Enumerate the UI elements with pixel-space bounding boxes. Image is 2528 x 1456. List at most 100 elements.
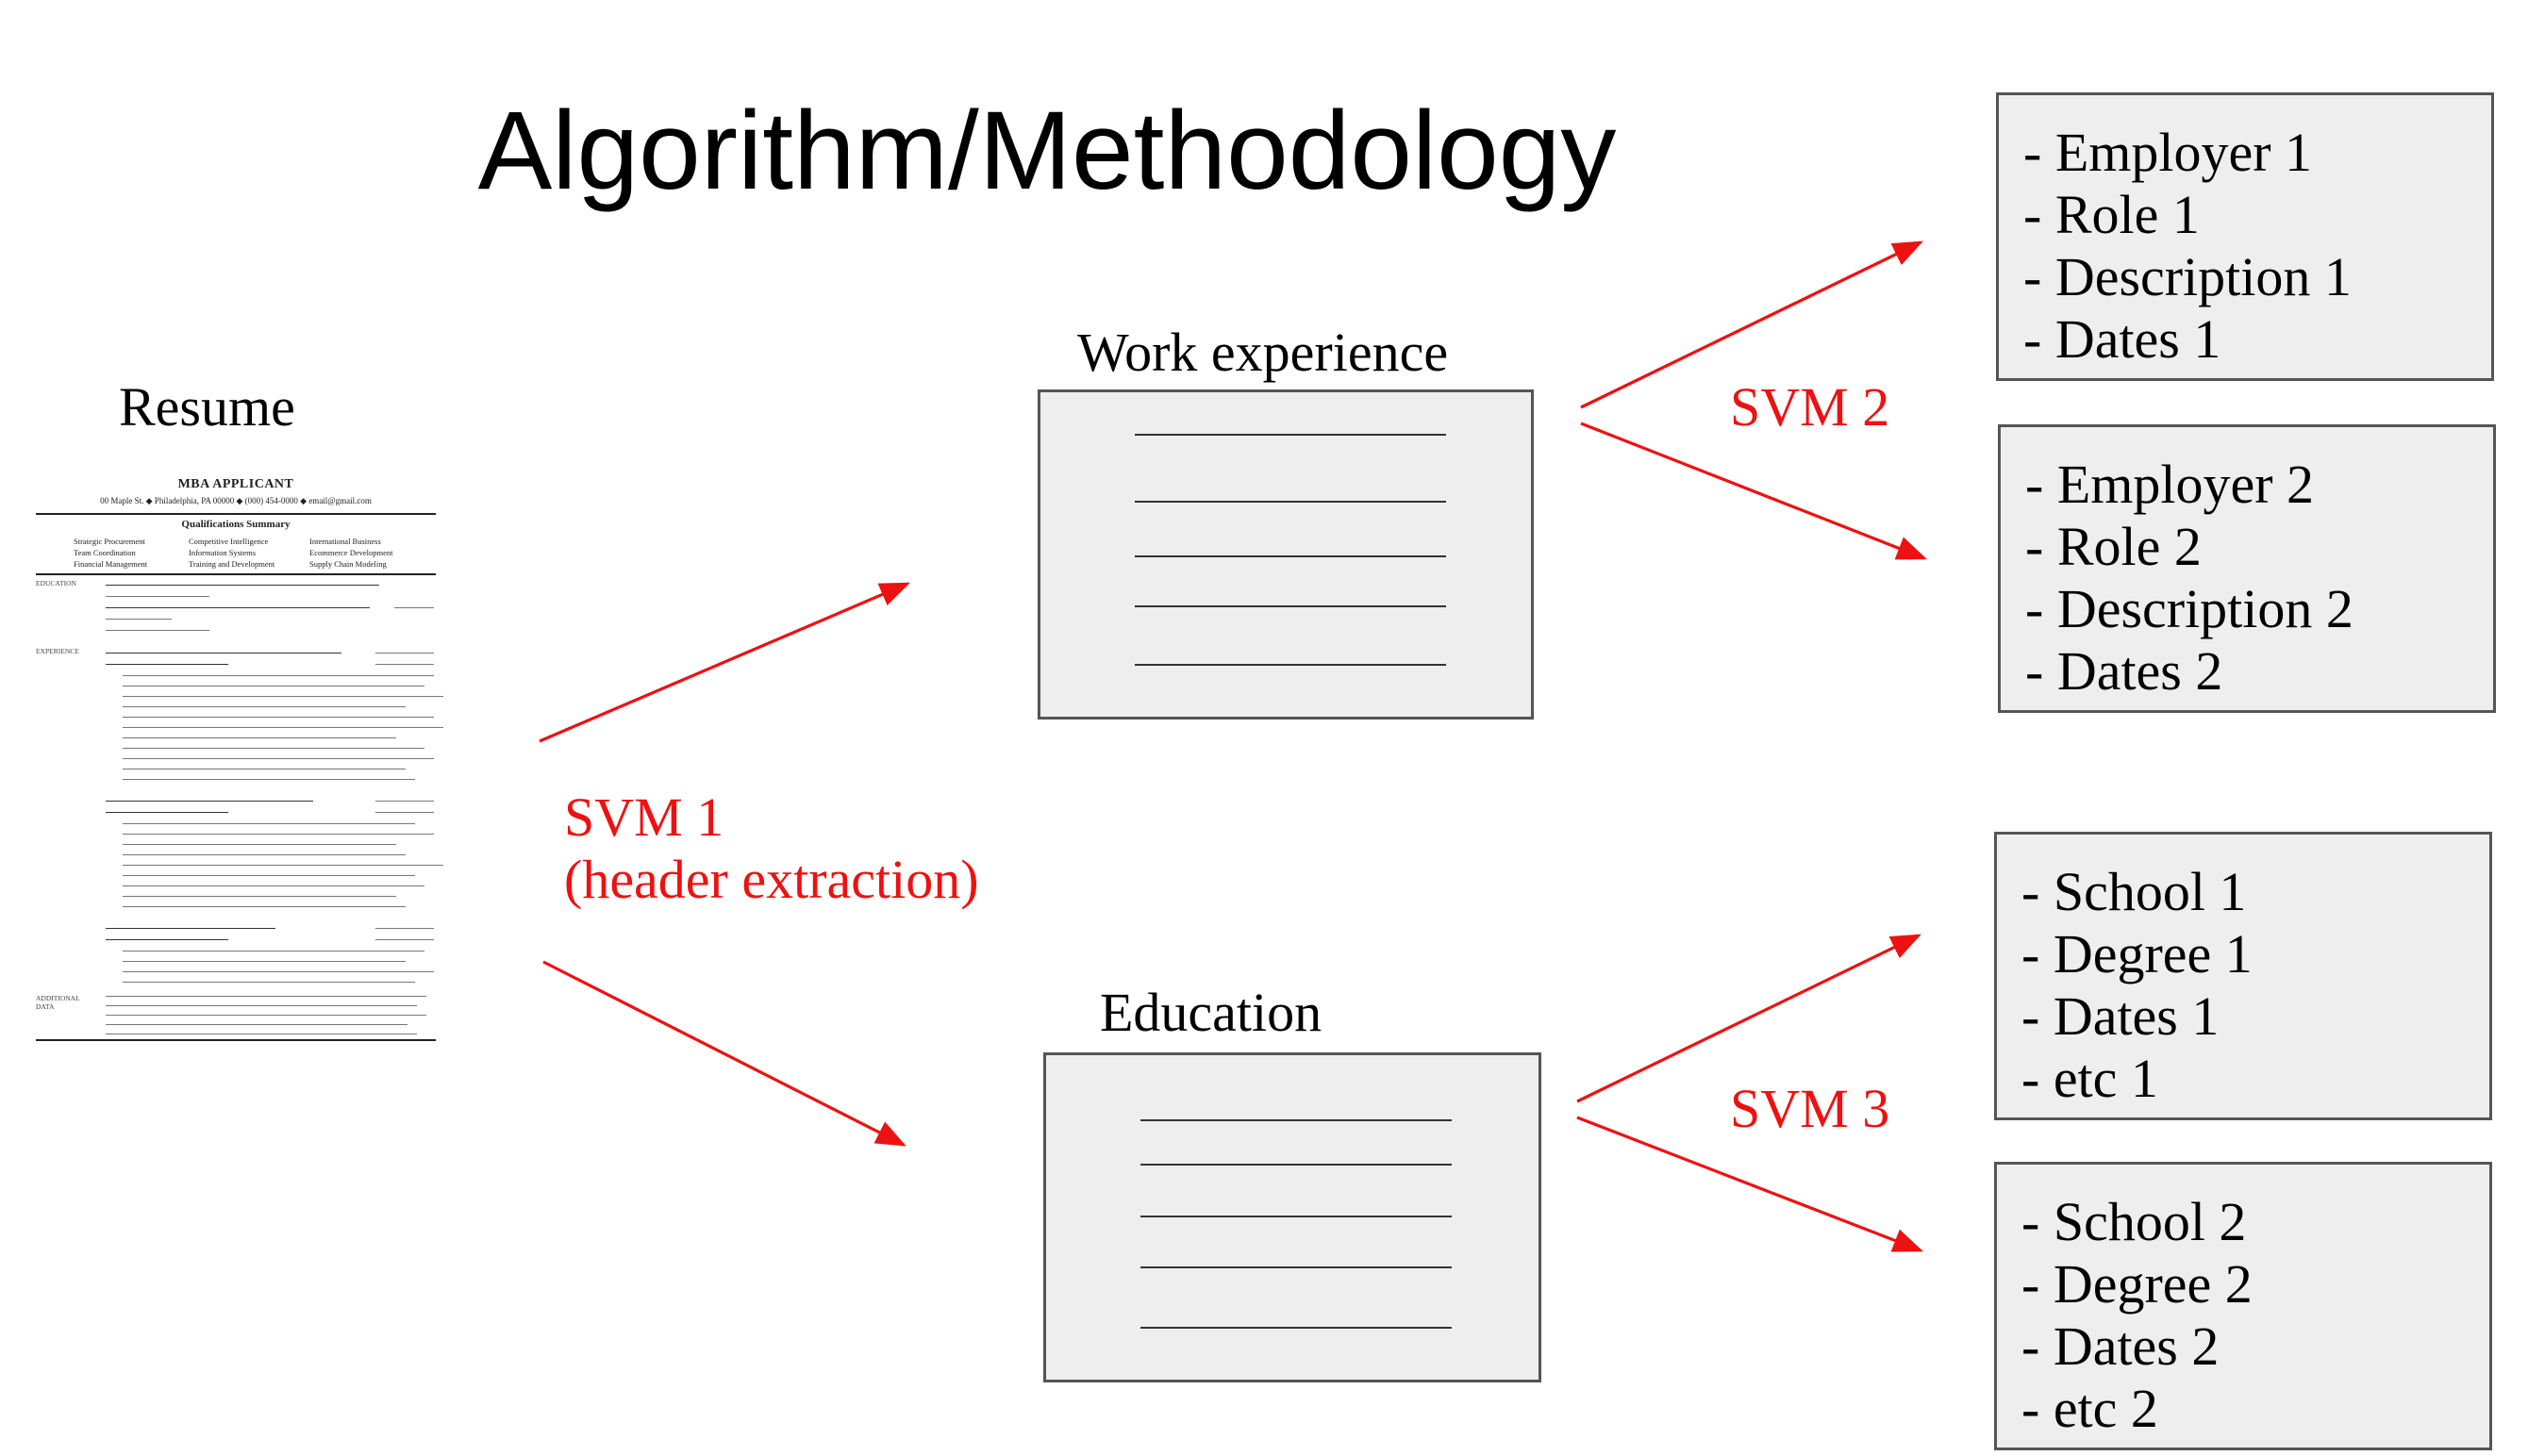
entry-field: - etc 2 xyxy=(2021,1378,2158,1439)
entry-field: - etc 1 xyxy=(2021,1048,2158,1109)
resume-text-line xyxy=(123,906,406,907)
entry-field: - School 2 xyxy=(2021,1191,2247,1252)
work-entry-box-1: - Employer 1 - Role 1 - Description 1 - … xyxy=(1996,92,2494,381)
svm2-label: SVM 2 xyxy=(1730,376,1890,438)
svm1-label: SVM 1 (header extraction) xyxy=(564,786,979,911)
entry-field: - Employer 2 xyxy=(2025,454,2315,515)
resume-text-line xyxy=(123,696,443,697)
work-entry-box-2: - Employer 2 - Role 2 - Description 2 - … xyxy=(1998,424,2496,713)
resume-qual-item: Competitive Intelligence xyxy=(189,537,269,546)
section-text-line xyxy=(1135,555,1446,557)
resume-text-line xyxy=(123,758,434,759)
resume-text-line xyxy=(106,812,228,813)
resume-text-line xyxy=(123,875,415,876)
resume-text-line xyxy=(106,928,275,929)
resume-section-education: EDUCATION xyxy=(36,579,76,587)
resume-text-line xyxy=(123,717,434,718)
resume-qual-item: Supply Chain Modeling xyxy=(309,559,387,569)
entry-field: - Role 2 xyxy=(2025,516,2202,577)
section-text-line xyxy=(1135,605,1446,607)
entry-field: - Description 2 xyxy=(2025,578,2353,639)
section-text-line xyxy=(1140,1164,1452,1166)
resume-text-line xyxy=(123,675,434,676)
education-entry-box-2: - School 2 - Degree 2 - Dates 2 - etc 2 xyxy=(1994,1162,2492,1450)
education-entry-box-1: - School 1 - Degree 1 - Dates 1 - etc 1 xyxy=(1994,832,2492,1120)
resume-text-line xyxy=(123,823,415,824)
resume-text-line xyxy=(123,971,434,972)
resume-qual-col-3: International Business Ecommerce Develop… xyxy=(309,536,393,570)
resume-contact: 00 Maple St. ◆ Philadelphia, PA 00000 ◆ … xyxy=(100,496,372,505)
resume-text-line xyxy=(123,727,443,728)
resume-text-line xyxy=(106,1024,407,1025)
resume-qual-item: Strategic Procurement xyxy=(74,537,145,546)
resume-qualifications-heading: Qualifications Summary xyxy=(181,519,291,530)
section-text-line xyxy=(1140,1266,1452,1268)
resume-text-line xyxy=(123,844,396,845)
arrow-education-to-entry-2 xyxy=(1576,1116,1923,1252)
resume-rule xyxy=(36,573,436,575)
resume-qual-item: Training and Development xyxy=(189,559,275,569)
resume-text-line xyxy=(106,619,172,620)
resume-qual-item: Ecommerce Development xyxy=(309,548,393,557)
resume-text-line xyxy=(106,664,228,665)
resume-label: Resume xyxy=(119,376,295,438)
resume-text-line xyxy=(106,596,209,597)
section-text-line xyxy=(1140,1327,1452,1329)
resume-text-line xyxy=(106,939,228,940)
resume-text-line xyxy=(375,653,434,654)
entry-field: - Role 1 xyxy=(2023,184,2200,245)
resume-text-line xyxy=(123,896,396,897)
section-text-line xyxy=(1140,1216,1452,1217)
resume-text-line xyxy=(394,607,434,608)
entry-field: - Dates 1 xyxy=(2023,308,2221,370)
section-text-line xyxy=(1135,501,1446,503)
arrow-resume-to-education xyxy=(542,960,906,1147)
resume-text-line xyxy=(106,653,341,654)
resume-text-line xyxy=(106,996,426,997)
svm1-name: SVM 1 xyxy=(564,786,724,848)
resume-qual-item: Financial Management xyxy=(74,559,148,569)
resume-qual-item: Team Coordination xyxy=(74,548,136,557)
resume-text-line xyxy=(375,801,434,802)
resume-text-line xyxy=(123,834,434,835)
resume-text-line xyxy=(106,1015,426,1016)
resume-qual-col-2: Competitive Intelligence Information Sys… xyxy=(189,536,274,570)
education-section-box xyxy=(1043,1052,1541,1382)
entry-field: - Degree 2 xyxy=(2021,1253,2253,1315)
resume-text-line xyxy=(123,854,406,855)
entry-field: - Dates 2 xyxy=(2025,640,2223,702)
svm1-description: (header extraction) xyxy=(564,849,979,910)
resume-text-line xyxy=(106,607,370,608)
resume-text-line xyxy=(375,928,434,929)
entry-field: - School 1 xyxy=(2021,861,2247,922)
resume-text-line xyxy=(106,801,313,802)
section-text-line xyxy=(1135,664,1446,666)
resume-text-line xyxy=(106,1005,417,1006)
resume-text-line xyxy=(375,664,434,665)
resume-text-line xyxy=(123,748,424,749)
resume-text-line xyxy=(106,630,209,631)
entry-field: - Employer 1 xyxy=(2023,122,2313,183)
resume-section-additional: ADDITIONAL DATA xyxy=(36,994,80,1011)
resume-text-line xyxy=(123,737,396,738)
resume-section-experience: EXPERIENCE xyxy=(36,647,79,655)
resume-thumbnail: MBA APPLICANT 00 Maple St. ◆ Philadelphi… xyxy=(36,477,443,1041)
education-label: Education xyxy=(1100,982,1322,1043)
resume-text-line xyxy=(123,982,415,983)
work-experience-section-box xyxy=(1038,389,1534,720)
arrow-resume-to-work xyxy=(539,582,910,743)
resume-rule xyxy=(36,1039,436,1041)
resume-text-line xyxy=(375,939,434,940)
arrow-work-to-entry-2 xyxy=(1580,422,1927,560)
arrow-work-to-entry-1 xyxy=(1580,240,1923,409)
entry-field: - Degree 1 xyxy=(2021,923,2253,984)
svm3-label: SVM 3 xyxy=(1730,1078,1890,1139)
resume-text-line xyxy=(123,706,406,707)
resume-rule xyxy=(36,513,436,515)
section-text-line xyxy=(1140,1119,1452,1121)
diagram-title: Algorithm/Methodology xyxy=(477,89,1617,213)
resume-text-line xyxy=(123,865,443,866)
entry-field: - Description 1 xyxy=(2023,246,2352,307)
section-text-line xyxy=(1135,434,1446,436)
